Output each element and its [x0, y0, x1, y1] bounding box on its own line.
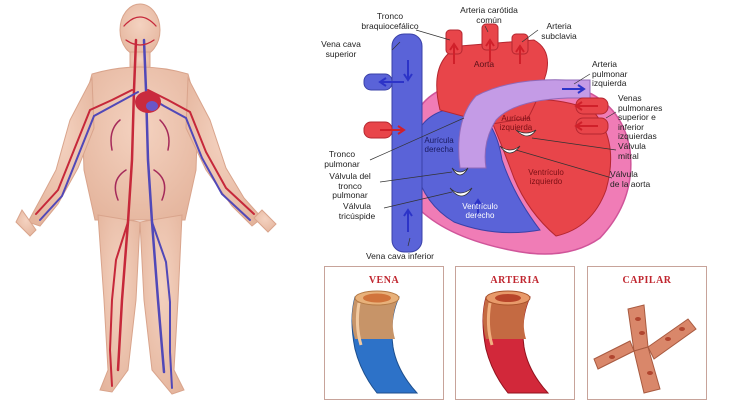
capilar-illustration — [588, 289, 706, 399]
label-vena-cava-inferior: Vena cava inferior — [352, 252, 448, 262]
label-valvula-tricuspide: Válvula tricúspide — [330, 202, 384, 221]
label-tronco-braquiocefalico: Tronco braquiocefálico — [356, 12, 424, 31]
human-body-figure — [0, 0, 300, 404]
label-valvula-tronco-pulmonar: Válvula del tronco pulmonar — [322, 172, 378, 201]
arteria-title: ARTERIA — [456, 275, 574, 286]
body-heart — [135, 91, 161, 113]
label-vena-cava-superior: Vena cava superior — [310, 40, 372, 59]
capilar-panel: CAPILAR — [587, 266, 707, 400]
label-valvula-mitral: Válvula mitral — [618, 142, 666, 161]
label-aorta: Aorta — [462, 60, 506, 70]
arteria-illustration — [456, 289, 574, 399]
vena-title: VENA — [325, 275, 443, 286]
label-auricula-derecha: Aurícula derecha — [414, 136, 464, 154]
label-ventriculo-derecho: Ventrículo derecho — [450, 202, 510, 220]
label-auricula-izquierda: Aurícula izquierda — [490, 114, 542, 132]
arteria-panel: ARTERIA — [455, 266, 575, 400]
label-ventriculo-izquierdo: Ventrículo izquierdo — [518, 168, 574, 186]
label-venas-pulmonares: Venas pulmonares superior e inferior izq… — [618, 94, 678, 142]
label-arteria-subclavia: Arteria subclavia — [532, 22, 586, 41]
label-arteria-carotida-comun: Arteria carótida común — [444, 6, 534, 25]
label-tronco-pulmonar: Tronco pulmonar — [318, 150, 366, 169]
label-valvula-aorta: Válvula de la aorta — [610, 170, 666, 189]
vena-illustration — [325, 289, 443, 399]
vena-panel: VENA — [324, 266, 444, 400]
label-arteria-pulmonar-izquierda: Arteria pulmonar izquierda — [592, 60, 652, 89]
capilar-title: CAPILAR — [588, 275, 706, 286]
